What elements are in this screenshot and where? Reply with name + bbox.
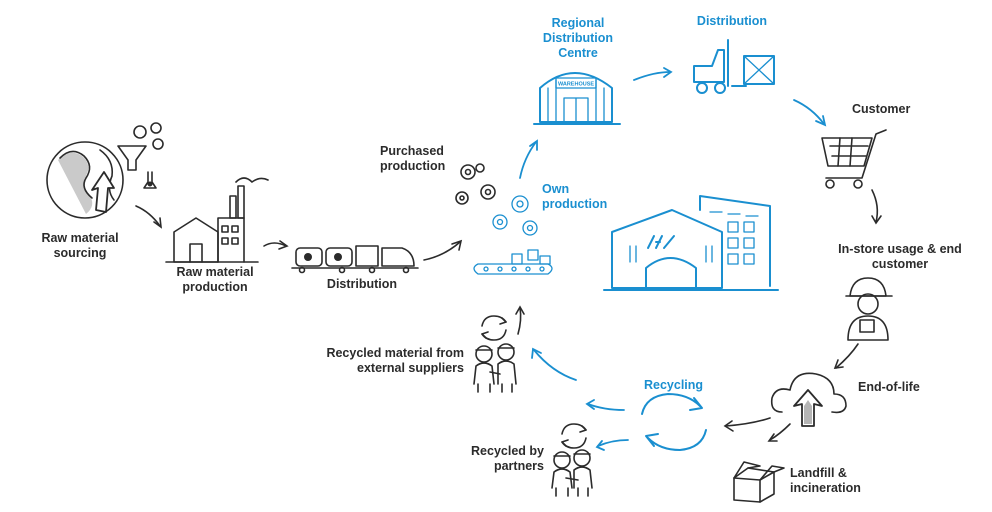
blue-gears-icon — [492, 195, 538, 236]
factory-icon — [165, 177, 269, 263]
label-customer: Customer — [852, 102, 911, 116]
small-recycle-icon-top — [481, 315, 507, 341]
recycling-arrows-icon — [641, 393, 707, 451]
handshake-icon-top — [473, 343, 517, 393]
label-end-of-life: End-of-life — [858, 380, 920, 394]
forklift-icon — [693, 39, 775, 94]
gears-icon — [455, 163, 496, 205]
store-building-icon — [603, 195, 779, 291]
small-recycle-icon-bottom — [561, 423, 587, 449]
label-distribution-rail: Distribution — [326, 277, 398, 291]
train-icon — [291, 245, 419, 274]
shopping-cart-icon — [821, 129, 887, 189]
flow-arrows — [135, 67, 882, 451]
warehouse-icon: WAREHOUSE — [533, 72, 621, 125]
handshake-icon-bottom — [551, 449, 593, 497]
label-recycling: Recycling — [644, 378, 704, 392]
worker-icon — [845, 277, 893, 341]
label-landfill-incineration: Landfill &incineration — [790, 466, 861, 495]
label-distribution-forklift: Distribution — [696, 14, 768, 28]
cloud-upload-icon — [770, 372, 847, 427]
globe-icon — [46, 141, 124, 219]
funnel-gears-icon — [117, 122, 164, 189]
warehouse-sign: WAREHOUSE — [558, 82, 594, 88]
box-icon — [733, 461, 785, 503]
conveyor-belt-icon — [473, 249, 553, 275]
